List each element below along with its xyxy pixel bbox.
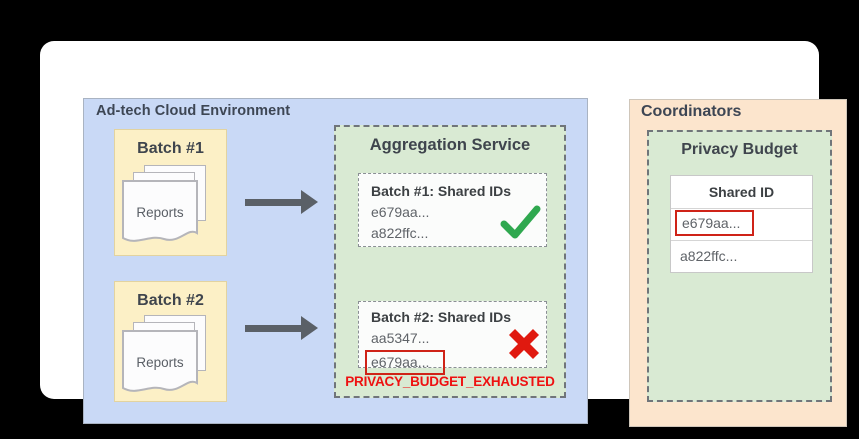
arrow-right-icon [245, 325, 302, 332]
batch-2-result-box: Batch #2: Shared IDs aa5347... e679aa... [358, 301, 547, 375]
shared-id-value: a822ffc... [371, 224, 429, 241]
report-pages-icon: Reports [122, 165, 218, 249]
table-row: a822ffc... [671, 240, 812, 272]
x-mark-icon [508, 328, 540, 360]
shared-id-table: Shared ID e679aa... a822ffc... [670, 175, 813, 273]
report-page-front [122, 180, 198, 242]
reports-label: Reports [136, 205, 184, 220]
arrow-right-icon [245, 199, 302, 206]
batch-2-title: Batch #2 [137, 292, 204, 309]
shared-id-table-header: Shared ID [708, 184, 775, 200]
privacy-budget-title: Privacy Budget [681, 141, 798, 158]
shared-id-value: aa5347... [371, 330, 430, 346]
diagram-card: Ad-tech Cloud Environment Batch #1 Repor… [40, 41, 847, 427]
batch-2-result-title: Batch #2: Shared IDs [371, 309, 512, 325]
shared-id-value: e679aa... [371, 204, 430, 220]
batch-1-result-title: Batch #1: Shared IDs [371, 183, 512, 199]
table-row-highlighted: e679aa... [671, 208, 812, 240]
reports-label: Reports [136, 355, 184, 370]
aggregation-service-title: Aggregation Service [369, 136, 531, 154]
red-highlight-box: e679aa... [365, 349, 446, 375]
batch-1-title: Batch #1 [137, 140, 204, 157]
report-pages-icon: Reports [122, 315, 218, 399]
checkmark-icon [500, 205, 541, 239]
arrow-right-icon-head [301, 316, 318, 340]
report-page-front [122, 330, 198, 392]
shared-id-value-highlighted: e679aa... [365, 349, 534, 375]
red-highlight-box: e679aa... [675, 210, 755, 236]
batch-1-result-box: Batch #1: Shared IDs e679aa... a822ffc..… [358, 173, 547, 247]
arrow-right-icon-head [301, 190, 318, 214]
coordinators-label: Coordinators [641, 103, 742, 120]
adtech-env-label: Ad-tech Cloud Environment [96, 103, 291, 119]
privacy-budget-exhausted-label: PRIVACY_BUDGET_EXHAUSTED [345, 374, 555, 389]
